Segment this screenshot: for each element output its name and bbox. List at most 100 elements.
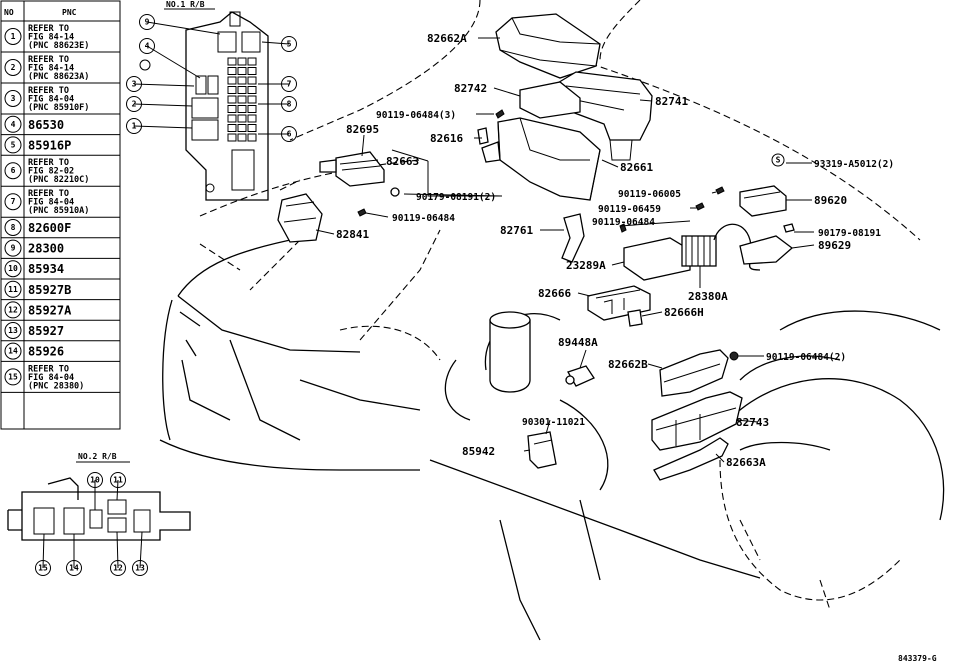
label-82663: 82663 <box>386 155 419 168</box>
callout: 2 <box>126 96 193 112</box>
figure-id: 843379-G <box>898 654 937 663</box>
row-reference-line: REFER TO <box>28 364 69 374</box>
table-row: 12 85927A <box>1 301 120 321</box>
callout-number: 9 <box>145 18 150 27</box>
label-82662A: 82662A <box>427 32 467 45</box>
part-labels: 82662A 82742 82741 90119-06484(3) 82616 … <box>336 32 937 663</box>
row-number-circle <box>4 219 22 236</box>
row-reference-line: FIG 84-04 <box>28 198 74 208</box>
callout-number: 1 <box>132 122 137 131</box>
row-number-circle <box>4 59 22 76</box>
row-number: 5 <box>11 140 16 149</box>
label-82661: 82661 <box>620 161 653 174</box>
row-pnc: 85927 <box>28 324 64 338</box>
row-number: 11 <box>8 285 18 294</box>
label-23289A: 23289A <box>566 259 606 272</box>
callout-number: 11 <box>113 476 123 485</box>
label-89629: 89629 <box>818 239 851 252</box>
row-reference-line: FIG 84-04 <box>28 373 74 383</box>
row-number: 8 <box>11 223 16 232</box>
row-number: 12 <box>8 305 18 314</box>
row-reference-line: REFER TO <box>28 158 69 168</box>
table-row: 5 85916P <box>1 136 120 156</box>
label-82662B: 82662B <box>608 358 648 371</box>
row-number: 15 <box>8 372 18 381</box>
row-reference-line: (PNC 88623A) <box>28 72 89 82</box>
callout: 9 <box>139 14 221 35</box>
row-reference-line: REFER TO <box>28 86 69 96</box>
leader-lines <box>315 37 815 463</box>
callout-number: 2 <box>132 100 137 109</box>
label-90179-08191-2: 90179-08191(2) <box>416 192 496 203</box>
row-pnc: 85916P <box>28 138 71 152</box>
callout-number: 13 <box>135 564 145 573</box>
row-reference-line: REFER TO <box>28 55 69 65</box>
callout-number: 3 <box>132 80 137 89</box>
row-reference-line: (PNC 82210C) <box>28 175 89 185</box>
callout: 12 <box>110 531 126 576</box>
label-90119-06484-3: 90119-06484(3) <box>376 110 456 121</box>
table-row: 8 82600F <box>1 219 120 239</box>
row-number: 9 <box>11 244 16 253</box>
row-number: 1 <box>11 32 16 41</box>
row-reference-line: REFER TO <box>28 24 69 34</box>
s-symbol: S <box>776 156 781 165</box>
row-number: 13 <box>8 326 18 335</box>
callout-number: 5 <box>287 40 292 49</box>
callout: 6 <box>258 126 297 142</box>
callout-number: 14 <box>69 564 79 573</box>
row-number: 3 <box>11 94 16 103</box>
row-number-circle <box>4 90 22 107</box>
row-number-circle <box>4 368 22 386</box>
label-90301: 90301-11021 <box>522 417 585 428</box>
row-pnc: 85927A <box>28 303 72 317</box>
label-82743: 82743 <box>736 416 769 429</box>
row-number-circle <box>4 162 22 180</box>
row-reference-line: FIG 84-14 <box>28 64 74 74</box>
callout: 4 <box>139 38 201 79</box>
label-82666: 82666 <box>538 287 571 300</box>
callout: 13 <box>132 531 148 576</box>
row-number-circle <box>4 239 22 257</box>
label-90119-06484-b: 90119-06484 <box>592 217 655 228</box>
callout-number: 10 <box>90 476 100 485</box>
callout-number: 15 <box>38 564 48 573</box>
callout: 11 <box>110 472 126 501</box>
row-pnc: 82600F <box>28 221 71 235</box>
row-number: 7 <box>11 197 16 206</box>
callout: 15 <box>35 533 51 576</box>
row-number-circle <box>4 342 22 360</box>
callout-number: 8 <box>287 100 292 109</box>
label-82663A: 82663A <box>726 456 766 469</box>
row-number: 14 <box>8 347 18 356</box>
row-reference-line: (PNC 85910A) <box>28 206 89 216</box>
row-reference-line: (PNC 88623E) <box>28 41 89 51</box>
row-number: 10 <box>8 264 18 273</box>
components <box>277 13 795 481</box>
s-symbol-circle <box>771 153 785 167</box>
callout: 1 <box>126 118 193 134</box>
table-header-no: NO <box>4 8 14 17</box>
row-number-circle <box>4 136 22 154</box>
row-number-circle <box>4 301 22 319</box>
label-90119-06484-2: 90119-06484(2) <box>766 352 846 363</box>
vehicle-outline <box>159 0 945 641</box>
callout: 10 <box>87 472 103 510</box>
row-number-circle <box>4 260 22 278</box>
label-28380A: 28380A <box>688 290 728 303</box>
label-82841: 82841 <box>336 228 369 241</box>
row-number: 4 <box>11 120 16 129</box>
row-pnc: 85934 <box>28 262 64 276</box>
